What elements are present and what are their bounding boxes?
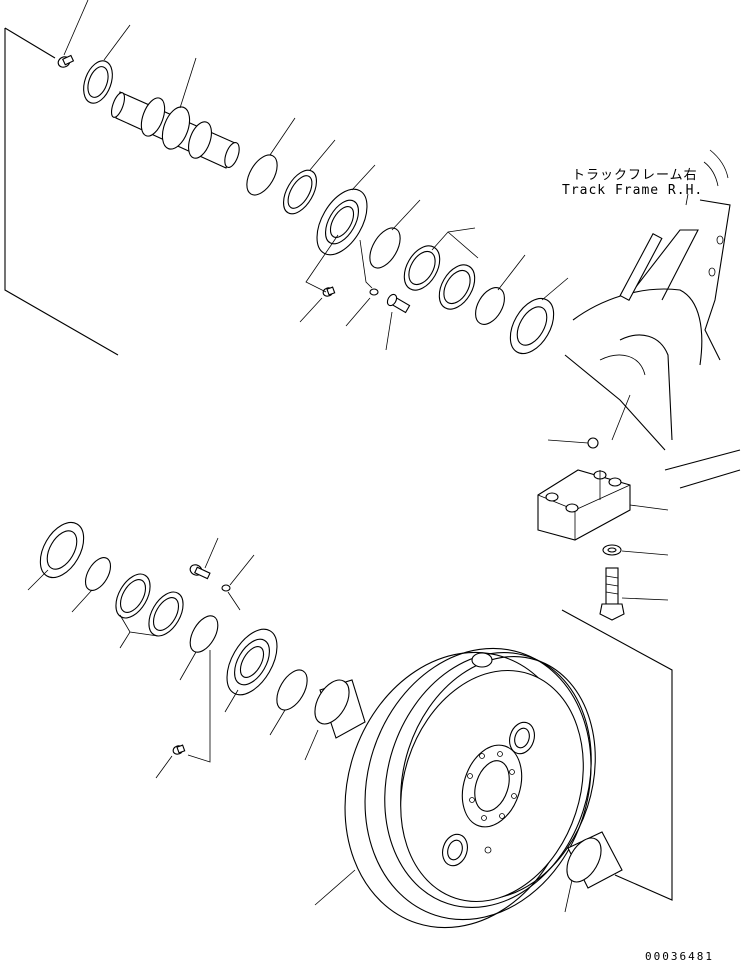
bushing-right-part	[564, 831, 623, 913]
bushing-pair-upper-part	[403, 227, 479, 310]
plug-lower-part	[155, 650, 211, 779]
floating-seal-upper-part	[509, 277, 569, 355]
track-frame-part	[564, 149, 741, 489]
upper-bolt-part	[57, 0, 89, 68]
plug-and-bolt-parts	[299, 234, 411, 351]
o-ring-part	[369, 199, 421, 269]
bolt-and-washer-lower-parts	[189, 537, 255, 611]
idler-shaft-part	[110, 57, 240, 169]
collar-upper-part	[316, 164, 376, 256]
floating-seal-lower-part	[27, 521, 85, 591]
collar-lower-part	[224, 628, 278, 713]
idler-wheel-part	[314, 647, 596, 929]
mounting-bolt-part	[599, 567, 669, 621]
shim-part	[282, 139, 336, 215]
o-ring-part	[246, 117, 296, 196]
o-ring-part	[269, 669, 308, 736]
track-frame-label-jp: トラックフレーム右	[572, 168, 698, 183]
o-ring-part	[475, 254, 526, 325]
track-frame-label-en: Track Frame R.H.	[562, 183, 704, 198]
o-ring-part	[71, 557, 112, 613]
bushing-pair-lower-part	[115, 573, 184, 649]
thrust-washer-part	[83, 24, 131, 104]
bushing-wide-part	[304, 679, 366, 761]
lower-assembly-frame	[561, 609, 673, 901]
drawing-number: 00036481	[645, 950, 714, 963]
o-ring-part	[179, 615, 219, 681]
lock-washer-part	[602, 544, 669, 556]
upper-assembly-frame	[4, 27, 119, 356]
support-block-part	[537, 394, 669, 541]
